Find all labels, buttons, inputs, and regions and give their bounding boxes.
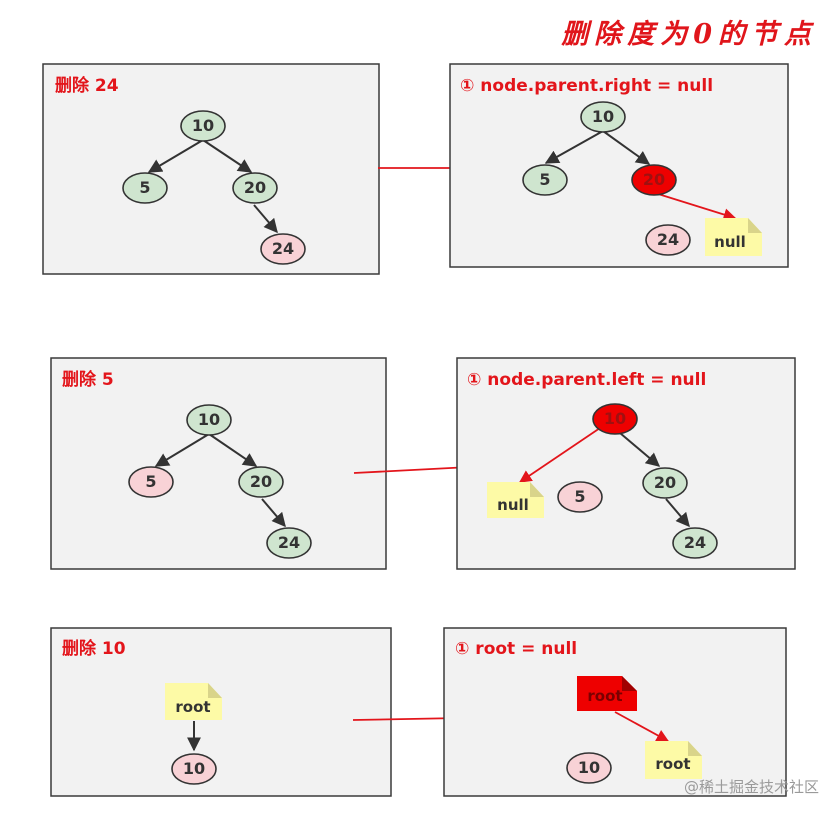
svg-text:10: 10 xyxy=(192,116,214,135)
page-title: 删除度为0的节点 xyxy=(561,19,817,50)
svg-text:24: 24 xyxy=(272,239,294,258)
panel-label: ① node.parent.right = null xyxy=(460,76,713,96)
panel-label: 删除 24 xyxy=(55,75,119,96)
panel-delete-10-after: ① root = null root root 10 xyxy=(443,627,787,797)
tree-node-target: 10 xyxy=(171,753,217,785)
svg-text:24: 24 xyxy=(684,533,706,552)
svg-text:5: 5 xyxy=(574,487,585,506)
svg-text:24: 24 xyxy=(278,533,300,552)
tree-node: 20 xyxy=(238,466,284,498)
panel-label: ① root = null xyxy=(455,639,577,659)
svg-text:root: root xyxy=(175,698,210,716)
panel-delete-24-before: 删除 24 10 5 20 24 xyxy=(42,63,380,275)
svg-text:24: 24 xyxy=(657,230,679,249)
svg-text:null: null xyxy=(497,496,529,514)
svg-text:10: 10 xyxy=(198,410,220,429)
svg-text:5: 5 xyxy=(139,178,150,197)
svg-text:10: 10 xyxy=(592,107,614,126)
svg-text:20: 20 xyxy=(244,178,266,197)
root-note: root xyxy=(165,683,222,720)
root-note: root xyxy=(645,741,702,779)
panel-delete-5-after: ① node.parent.left = null 10 null 5 20 2… xyxy=(456,357,796,570)
tree-node: 10 xyxy=(580,101,626,133)
tree-node-parent-highlight: 10 xyxy=(592,403,638,435)
null-note: null xyxy=(705,218,762,256)
panel-label: ① node.parent.left = null xyxy=(467,370,706,390)
null-note: null xyxy=(487,482,544,518)
tree-node: 5 xyxy=(522,164,568,196)
svg-text:10: 10 xyxy=(578,758,600,777)
svg-text:10: 10 xyxy=(183,759,205,778)
watermark: @稀土掘金技术社区 xyxy=(683,778,819,796)
tree-node: 20 xyxy=(642,467,688,499)
transition-arrow xyxy=(352,711,463,725)
tree-node: 10 xyxy=(180,110,226,142)
panel-label: 删除 5 xyxy=(62,369,114,390)
svg-text:20: 20 xyxy=(250,472,272,491)
panel-delete-24-after: ① node.parent.right = null 10 5 20 24 nu… xyxy=(449,63,789,268)
tree-node-removed: 24 xyxy=(645,224,691,256)
svg-text:20: 20 xyxy=(643,170,665,189)
transition-arrow xyxy=(353,461,472,474)
tree-node: 5 xyxy=(122,172,168,204)
tree-node: 10 xyxy=(186,404,232,436)
tree-node-parent-highlight: 20 xyxy=(631,164,677,196)
tree-node: 24 xyxy=(672,527,718,559)
svg-text:10: 10 xyxy=(604,409,626,428)
tree-node: 24 xyxy=(266,527,312,559)
svg-text:20: 20 xyxy=(654,473,676,492)
panel-delete-5-before: 删除 5 10 5 20 24 xyxy=(50,357,387,570)
svg-text:5: 5 xyxy=(539,170,550,189)
tree-node-target: 5 xyxy=(128,466,174,498)
svg-text:root: root xyxy=(655,755,690,773)
root-note-highlight: root xyxy=(577,676,637,711)
tree-node-target: 24 xyxy=(260,233,306,265)
panel-label: 删除 10 xyxy=(62,638,126,659)
tree-node: 20 xyxy=(232,172,278,204)
tree-node-removed: 5 xyxy=(557,481,603,513)
tree-node-removed: 10 xyxy=(566,752,612,784)
svg-text:root: root xyxy=(587,687,622,705)
svg-text:5: 5 xyxy=(145,472,156,491)
panel-delete-10-before: 删除 10 root 10 xyxy=(50,627,392,797)
svg-text:null: null xyxy=(714,233,746,251)
